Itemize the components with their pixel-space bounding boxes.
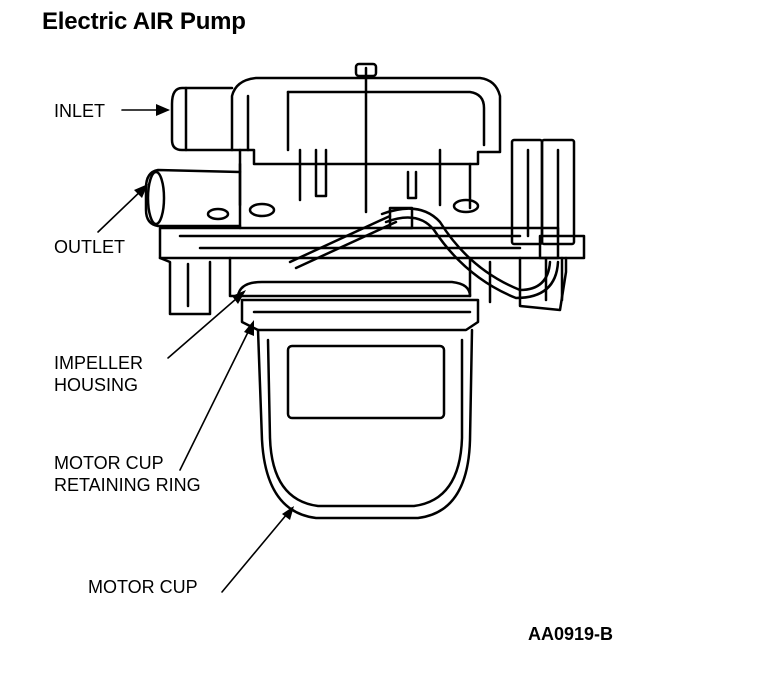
- leader-impeller: [167, 291, 245, 359]
- label-motor-cup: MOTOR CUP: [88, 577, 198, 597]
- outlet-pipe: [144, 162, 242, 230]
- leader-motor-cup: [221, 507, 293, 593]
- wiring-harness: [288, 206, 560, 300]
- label-motor-cup-retaining-ring: MOTOR CUP RETAINING RING: [54, 453, 201, 495]
- label-inlet: INLET: [54, 101, 106, 121]
- label-impeller-housing: IMPELLER HOUSING: [54, 353, 144, 395]
- leader-lines: [97, 109, 293, 593]
- label-outlet: OUTLET: [54, 237, 126, 257]
- arrowhead-motor-cup: [282, 506, 294, 520]
- arrowhead-outlet: [134, 184, 148, 198]
- diagram-title: Electric AIR Pump: [42, 8, 246, 35]
- connector-bracket: [510, 138, 586, 302]
- figure-id: AA0919-B: [528, 624, 614, 644]
- arrowhead-inlet: [156, 104, 170, 116]
- leader-ring: [179, 323, 253, 471]
- motor-cup: [256, 328, 474, 520]
- impeller-housing: [186, 256, 492, 308]
- top-cover: [230, 62, 502, 214]
- retaining-ring: [240, 298, 480, 332]
- arrowhead-ring: [244, 320, 254, 336]
- inlet-pipe: [170, 86, 234, 152]
- arrowhead-impeller: [232, 290, 246, 304]
